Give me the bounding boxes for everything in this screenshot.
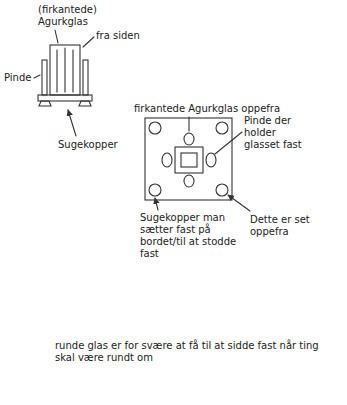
- suction-cup-top: [149, 122, 161, 134]
- pin-top: [184, 133, 194, 145]
- suction-cup: [39, 101, 51, 106]
- suction-cup-top: [216, 184, 228, 196]
- pin-top: [162, 153, 172, 167]
- leader-line: [83, 37, 94, 47]
- leader-arrow: [68, 110, 76, 136]
- suction-cup-top: [216, 122, 228, 134]
- top-view: [145, 118, 232, 200]
- jar-top: [175, 147, 203, 173]
- base-top: [145, 118, 232, 200]
- jar-top-label: firkantede Agurkglas oppefra: [134, 103, 280, 115]
- leader-arrow: [228, 195, 250, 211]
- pin-side: [42, 60, 47, 95]
- view-label: fra siden: [96, 30, 166, 42]
- jar-side: [50, 45, 80, 95]
- leader-line: [188, 117, 189, 131]
- jar-label: (firkantede) Agurkglas: [38, 4, 108, 28]
- pin-top: [206, 153, 216, 167]
- base-side: [38, 95, 92, 101]
- side-view: [38, 45, 92, 106]
- suction-cup: [79, 101, 91, 106]
- cup-note: Sugekopper man sætter fast på bordet/til…: [140, 212, 240, 260]
- note: runde glas er for svære at få til at sid…: [55, 340, 325, 364]
- view-note: Dette er set oppefra: [250, 214, 312, 238]
- cup-label: Sugekopper: [58, 139, 138, 151]
- jar-inner: [181, 153, 197, 167]
- jar-line: [64, 48, 65, 92]
- pin-label: Pinde: [4, 72, 34, 84]
- leader-line: [215, 132, 242, 154]
- leader-line: [55, 30, 58, 43]
- leader-arrow: [155, 198, 158, 210]
- pin-note: Pinde der holder glasset fast: [244, 115, 308, 151]
- jar-line: [72, 50, 73, 92]
- pin-top: [184, 175, 194, 187]
- jar-line: [56, 50, 57, 92]
- leader-line: [34, 75, 40, 78]
- pin-side: [83, 60, 88, 95]
- suction-cup-top: [149, 184, 161, 196]
